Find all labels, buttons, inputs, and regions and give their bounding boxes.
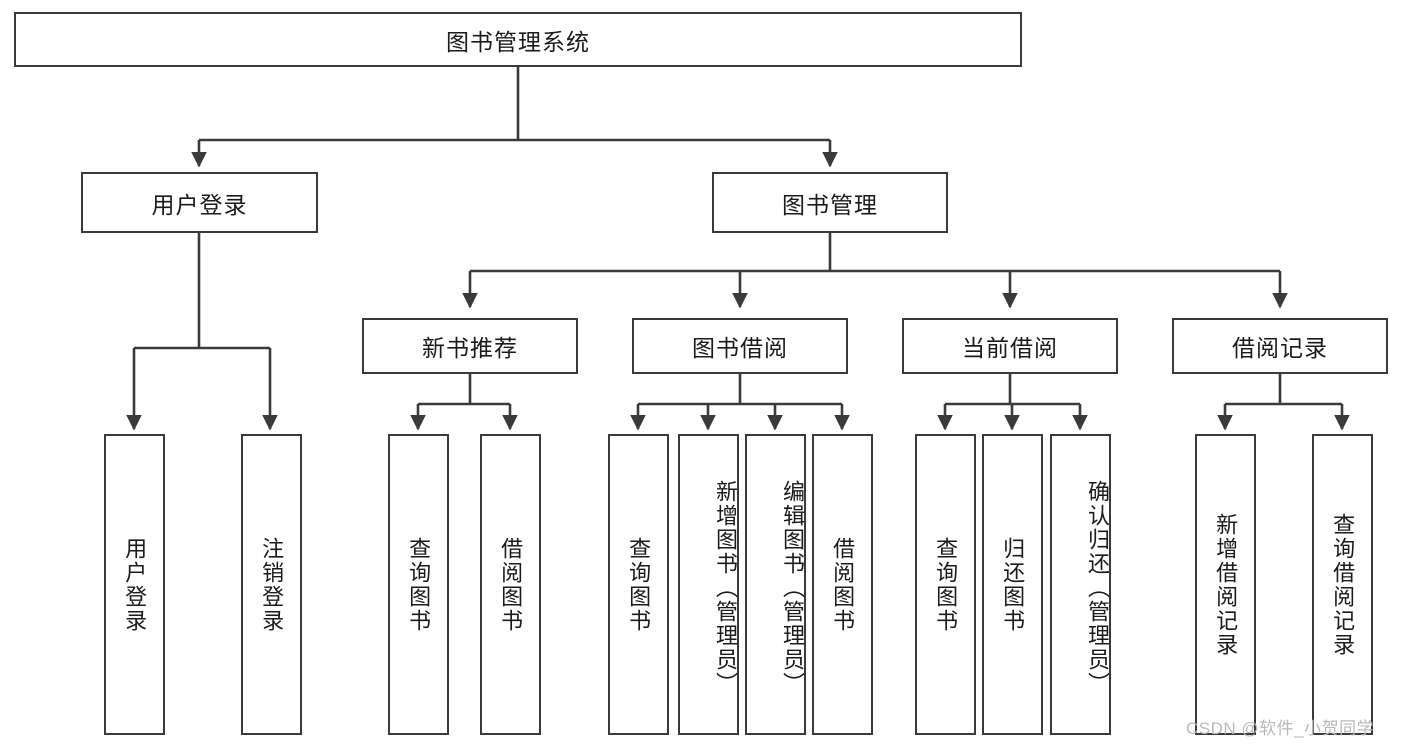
node-new-book-recommend[interactable]: 新书推荐 bbox=[362, 318, 578, 374]
leaf-edit-book-admin[interactable]: 编辑图书（管理员） bbox=[745, 434, 806, 735]
leaf-query-borrow-record[interactable]: 查询借阅记录 bbox=[1312, 434, 1373, 735]
leaf-borrow-query-book-label: 查询图书 bbox=[626, 536, 652, 633]
leaf-confirm-return-admin-label: 确认归还（管理员） bbox=[1085, 479, 1110, 696]
csdn-watermark: CSDN @软件_小贺同学 bbox=[1186, 719, 1375, 738]
leaf-recommend-borrow-book[interactable]: 借阅图书 bbox=[480, 434, 541, 735]
leaf-borrow-book-label: 借阅图书 bbox=[830, 536, 856, 633]
leaf-current-query-book-label: 查询图书 bbox=[933, 536, 959, 633]
leaf-borrow-query-book[interactable]: 查询图书 bbox=[608, 434, 669, 735]
leaf-recommend-borrow-book-label: 借阅图书 bbox=[498, 536, 524, 633]
leaf-user-login-label: 用户登录 bbox=[122, 536, 148, 633]
node-current-borrow[interactable]: 当前借阅 bbox=[902, 318, 1118, 374]
leaf-logout-label: 注销登录 bbox=[259, 536, 285, 633]
leaf-query-borrow-record-label: 查询借阅记录 bbox=[1330, 512, 1356, 657]
leaf-confirm-return-admin[interactable]: 确认归还（管理员） bbox=[1050, 434, 1111, 735]
node-root[interactable]: 图书管理系统 bbox=[14, 12, 1022, 67]
node-book-borrow-label: 图书借阅 bbox=[692, 335, 788, 361]
leaf-add-borrow-record-label: 新增借阅记录 bbox=[1213, 512, 1239, 657]
leaf-return-book[interactable]: 归还图书 bbox=[982, 434, 1043, 735]
node-borrow-record[interactable]: 借阅记录 bbox=[1172, 318, 1388, 374]
leaf-edit-book-admin-label: 编辑图书（管理员） bbox=[780, 479, 805, 696]
leaf-add-borrow-record[interactable]: 新增借阅记录 bbox=[1195, 434, 1256, 735]
node-user-login[interactable]: 用户登录 bbox=[81, 172, 318, 233]
leaf-borrow-book[interactable]: 借阅图书 bbox=[812, 434, 873, 735]
node-book-management[interactable]: 图书管理 bbox=[712, 172, 948, 233]
node-book-management-label: 图书管理 bbox=[782, 191, 878, 218]
node-current-borrow-label: 当前借阅 bbox=[962, 335, 1058, 361]
leaf-current-query-book[interactable]: 查询图书 bbox=[915, 434, 976, 735]
node-book-borrow[interactable]: 图书借阅 bbox=[632, 318, 848, 374]
leaf-add-book-admin[interactable]: 新增图书（管理员） bbox=[678, 434, 739, 735]
leaf-logout[interactable]: 注销登录 bbox=[241, 434, 302, 735]
leaf-add-book-admin-label: 新增图书（管理员） bbox=[713, 479, 738, 696]
leaf-recommend-query-book-label: 查询图书 bbox=[406, 536, 432, 633]
node-new-book-recommend-label: 新书推荐 bbox=[422, 335, 518, 361]
leaf-return-book-label: 归还图书 bbox=[1000, 536, 1026, 633]
leaf-user-login[interactable]: 用户登录 bbox=[104, 434, 165, 735]
node-borrow-record-label: 借阅记录 bbox=[1232, 335, 1328, 361]
leaf-recommend-query-book[interactable]: 查询图书 bbox=[388, 434, 449, 735]
node-root-label: 图书管理系统 bbox=[446, 28, 590, 55]
node-user-login-label: 用户登录 bbox=[151, 191, 248, 218]
